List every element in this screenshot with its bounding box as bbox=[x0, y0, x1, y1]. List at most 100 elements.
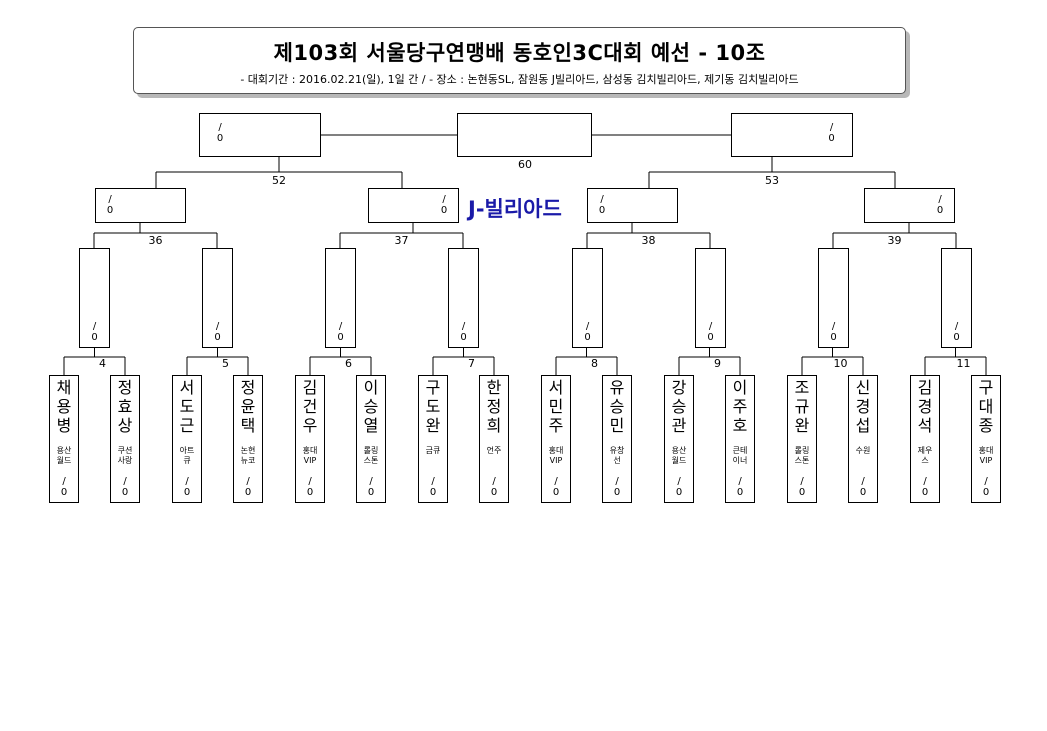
player-name: 이 주 호 bbox=[732, 378, 748, 435]
player-name: 김 경 석 bbox=[917, 378, 933, 435]
player-score: / 0 bbox=[613, 476, 621, 498]
player-score: / 0 bbox=[552, 476, 560, 498]
player-club: 용산 월드 bbox=[56, 446, 72, 465]
page-title: 제103회 서울당구연맹배 동호인3C대회 예선 - 10조 bbox=[273, 41, 766, 65]
player-score: / 0 bbox=[183, 476, 191, 498]
title-box: 제103회 서울당구연맹배 동호인3C대회 예선 - 10조 - 대회기간 : … bbox=[133, 27, 906, 94]
match-number: 11 bbox=[956, 357, 971, 370]
player-score: / 0 bbox=[429, 476, 437, 498]
quarter-box bbox=[95, 188, 186, 223]
player-score: / 0 bbox=[367, 476, 375, 498]
round2-box bbox=[79, 248, 110, 348]
semi-score: / 0 bbox=[828, 122, 835, 144]
round2-box bbox=[448, 248, 479, 348]
player-card bbox=[49, 375, 79, 503]
match-number: 9 bbox=[714, 357, 721, 370]
player-name: 조 규 완 bbox=[794, 378, 810, 435]
round2-score: / 0 bbox=[584, 321, 591, 343]
player-card bbox=[110, 375, 140, 503]
match-number: 37 bbox=[394, 234, 409, 247]
player-score: / 0 bbox=[921, 476, 929, 498]
player-club: 롤링 스톤 bbox=[363, 446, 379, 465]
player-club: 홍대 VIP bbox=[302, 446, 318, 465]
quarter-score: / 0 bbox=[106, 194, 114, 216]
final-box bbox=[457, 113, 592, 157]
quarter-box bbox=[864, 188, 955, 223]
player-card bbox=[787, 375, 817, 503]
semi-box-right bbox=[731, 113, 853, 157]
player-name: 한 정 희 bbox=[486, 378, 502, 435]
player-club: 금큐 bbox=[425, 446, 441, 455]
player-card bbox=[295, 375, 325, 503]
player-club: 용산 월드 bbox=[671, 446, 687, 465]
player-club: 큰테 이너 bbox=[732, 446, 748, 465]
player-name: 구 도 완 bbox=[425, 378, 441, 435]
player-name: 이 승 열 bbox=[363, 378, 379, 435]
player-club: 수원 bbox=[855, 446, 871, 455]
player-card bbox=[541, 375, 571, 503]
round2-box bbox=[941, 248, 972, 348]
player-card bbox=[971, 375, 1001, 503]
round2-score: / 0 bbox=[91, 321, 98, 343]
quarter-score: / 0 bbox=[440, 194, 448, 216]
player-name: 채 용 병 bbox=[56, 378, 72, 435]
round2-score: / 0 bbox=[707, 321, 714, 343]
player-club: 홍대 VIP bbox=[548, 446, 564, 465]
player-name: 강 승 관 bbox=[671, 378, 687, 435]
match-number: 38 bbox=[641, 234, 656, 247]
player-name: 서 민 주 bbox=[548, 378, 564, 435]
player-name: 신 경 섭 bbox=[855, 378, 871, 435]
round2-score: / 0 bbox=[214, 321, 221, 343]
player-score: / 0 bbox=[121, 476, 129, 498]
round2-box bbox=[695, 248, 726, 348]
player-score: / 0 bbox=[490, 476, 498, 498]
semi-score: / 0 bbox=[216, 122, 224, 144]
player-card bbox=[172, 375, 202, 503]
player-score: / 0 bbox=[244, 476, 252, 498]
player-card bbox=[848, 375, 878, 503]
match-number: 53 bbox=[765, 174, 779, 187]
player-name: 김 건 우 bbox=[302, 378, 318, 435]
player-card bbox=[418, 375, 448, 503]
match-number: 60 bbox=[518, 158, 532, 171]
round2-score: / 0 bbox=[953, 321, 960, 343]
round2-score: / 0 bbox=[337, 321, 344, 343]
player-name: 유 승 민 bbox=[609, 378, 625, 435]
player-card bbox=[479, 375, 509, 503]
player-club: 홍대 VIP bbox=[978, 446, 994, 465]
player-club: 아트 큐 bbox=[179, 446, 195, 465]
venue-label: J-빌리아드 bbox=[468, 197, 562, 221]
player-card bbox=[602, 375, 632, 503]
player-score: / 0 bbox=[798, 476, 806, 498]
round2-box bbox=[818, 248, 849, 348]
match-number: 39 bbox=[887, 234, 902, 247]
round2-box bbox=[202, 248, 233, 348]
player-score: / 0 bbox=[60, 476, 68, 498]
match-number: 52 bbox=[272, 174, 286, 187]
player-card bbox=[664, 375, 694, 503]
player-club: 쿠션 사랑 bbox=[117, 446, 133, 465]
player-club: 롤링 스톤 bbox=[794, 446, 810, 465]
match-number: 8 bbox=[591, 357, 598, 370]
round2-score: / 0 bbox=[830, 321, 837, 343]
match-number: 36 bbox=[148, 234, 163, 247]
page-subtitle: - 대회기간 : 2016.02.21(일), 1일 간 / - 장소 : 논현… bbox=[240, 73, 799, 86]
player-name: 정 효 상 bbox=[117, 378, 133, 435]
player-score: / 0 bbox=[675, 476, 683, 498]
player-score: / 0 bbox=[859, 476, 867, 498]
quarter-score: / 0 bbox=[598, 194, 606, 216]
player-name: 정 윤 택 bbox=[240, 378, 256, 435]
match-number: 5 bbox=[222, 357, 229, 370]
player-club: 언주 bbox=[486, 446, 502, 455]
quarter-score: / 0 bbox=[936, 194, 944, 216]
player-score: / 0 bbox=[736, 476, 744, 498]
semi-box-left bbox=[199, 113, 321, 157]
player-card bbox=[725, 375, 755, 503]
player-club: 유창 선 bbox=[609, 446, 625, 465]
quarter-box bbox=[587, 188, 678, 223]
round2-box bbox=[572, 248, 603, 348]
round2-score: / 0 bbox=[460, 321, 467, 343]
match-number: 4 bbox=[99, 357, 106, 370]
player-card bbox=[356, 375, 386, 503]
